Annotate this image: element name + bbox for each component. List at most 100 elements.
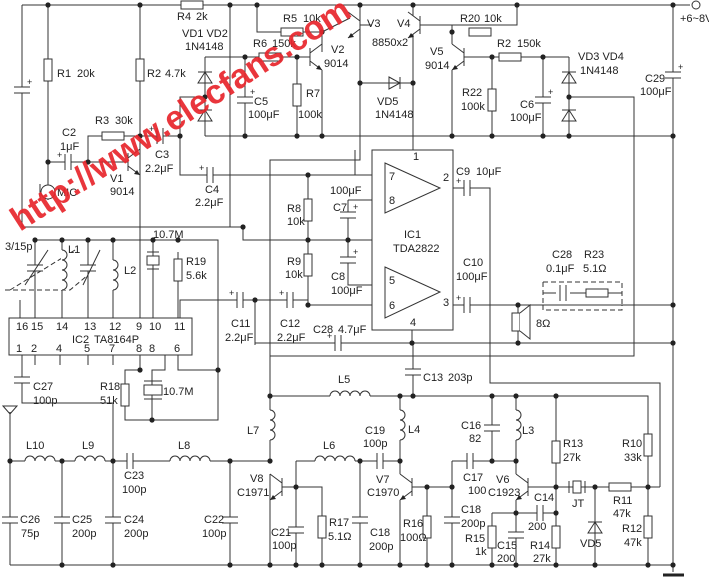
junction-dot bbox=[540, 133, 546, 139]
polarity-plus: + bbox=[279, 288, 284, 298]
r9-ref-label: R9 bbox=[287, 256, 301, 268]
c17-value-label: 100 bbox=[468, 485, 486, 497]
cap-plates bbox=[206, 167, 214, 183]
x2-value-label: 10.7M bbox=[163, 386, 194, 398]
junction-dot bbox=[397, 393, 403, 399]
c21-capacitor bbox=[288, 526, 304, 534]
wire bbox=[269, 34, 361, 356]
cap-plates bbox=[535, 96, 551, 104]
cap-gap bbox=[340, 212, 356, 218]
c16-ref-label: C16 bbox=[461, 420, 481, 432]
r11-ref-label: R11 bbox=[613, 495, 632, 507]
junction-dot bbox=[553, 562, 559, 568]
cap-plates bbox=[352, 516, 368, 524]
cap-gap bbox=[340, 257, 356, 263]
junction-dot bbox=[670, 302, 676, 308]
l9-inductor bbox=[74, 455, 106, 462]
wire bbox=[179, 299, 308, 318]
r3-value-label: 30k bbox=[115, 115, 133, 127]
junction-dot bbox=[489, 393, 495, 399]
c18-left-capacitor bbox=[352, 516, 368, 524]
junction-dot bbox=[175, 237, 181, 243]
wire bbox=[568, 481, 586, 493]
cap-gap bbox=[237, 97, 253, 103]
r15-value-label: 1k bbox=[475, 546, 487, 558]
c12-value-label: 2.2μF bbox=[277, 332, 306, 344]
r16-resistor bbox=[422, 515, 432, 539]
r2-resistor bbox=[135, 58, 145, 82]
junction-dot bbox=[110, 458, 116, 464]
v4-transistor bbox=[407, 11, 432, 39]
r13-resistor bbox=[551, 440, 561, 464]
r10-resistor bbox=[643, 433, 653, 457]
vd1-diode bbox=[197, 70, 213, 84]
vd3-diode bbox=[561, 70, 577, 84]
r2a-value-label: 4.7k bbox=[165, 68, 186, 80]
c13-value-label: 203p bbox=[448, 372, 472, 384]
r19-ref-label: R19 bbox=[186, 256, 206, 268]
r17-ref-label: R17 bbox=[329, 517, 349, 529]
r12-resistor bbox=[643, 515, 653, 539]
polarity-plus: + bbox=[27, 77, 32, 87]
ic2-ref-label: IC2 bbox=[72, 334, 89, 346]
vd34-ref-label: VD3 VD4 bbox=[578, 51, 624, 63]
junction-dot bbox=[319, 562, 325, 568]
junction-dot bbox=[357, 2, 363, 8]
cap-gap bbox=[464, 180, 470, 196]
r2-150k-resistor bbox=[498, 52, 522, 62]
junction-dot bbox=[553, 510, 559, 516]
cap-gap bbox=[377, 453, 383, 469]
r2b-value-label: 150k bbox=[517, 38, 541, 50]
junction-dot bbox=[345, 237, 351, 243]
ic2-pin-label: 11 bbox=[174, 321, 185, 333]
c4-value-label: 2.2μF bbox=[195, 197, 224, 209]
v8-transistor bbox=[269, 473, 294, 501]
c13-ref-label: C13 bbox=[423, 372, 443, 384]
r18-value-label: 51k bbox=[100, 395, 118, 407]
cap-plates bbox=[156, 128, 164, 144]
junction-dot bbox=[267, 562, 273, 568]
junction-dot bbox=[566, 133, 572, 139]
c18b-value-label: 200p bbox=[461, 518, 485, 530]
c22-capacitor bbox=[222, 516, 238, 524]
r22-ref-label: R22 bbox=[462, 87, 482, 99]
r2a-ref-label: R2 bbox=[147, 68, 161, 80]
cap-gap bbox=[54, 517, 70, 523]
cap-plates bbox=[237, 96, 253, 104]
c28b-value-label: 0.1μF bbox=[546, 263, 575, 275]
v1-transistor bbox=[116, 148, 141, 176]
crystal-10.7m-2 bbox=[143, 384, 163, 396]
junction-dot bbox=[566, 94, 572, 100]
v1-value-label: 9014 bbox=[110, 186, 134, 198]
c23-capacitor bbox=[126, 453, 134, 469]
junction-dot bbox=[449, 484, 455, 490]
c3-ref-label: C3 bbox=[155, 149, 169, 161]
wire bbox=[21, 355, 113, 404]
coil-gap bbox=[170, 455, 210, 462]
junction-dot bbox=[410, 393, 416, 399]
r8-value-label: 10k bbox=[287, 216, 305, 228]
r2b-ref-label: R2 bbox=[497, 38, 511, 50]
cap-gap bbox=[222, 517, 238, 523]
c8-capacitor: + bbox=[340, 247, 358, 264]
cap-plates bbox=[340, 256, 356, 264]
polarity-plus: + bbox=[327, 331, 332, 341]
c24-value-label: 200p bbox=[124, 528, 148, 540]
l5-ref-label: L5 bbox=[338, 374, 350, 386]
junction-dot bbox=[294, 54, 300, 60]
v2-ref-label: V2 bbox=[331, 44, 344, 56]
c2-ref-label: C2 bbox=[62, 127, 76, 139]
polarity-plus: + bbox=[250, 87, 255, 97]
r20-value-label: 10k bbox=[484, 13, 502, 25]
diode-body bbox=[587, 520, 603, 534]
cap-gap bbox=[467, 453, 473, 469]
cap-plates bbox=[340, 211, 356, 219]
c3-capacitor: + bbox=[149, 124, 164, 144]
vd2-diode bbox=[197, 108, 213, 122]
r5-resistor bbox=[280, 27, 304, 37]
junction-dot bbox=[59, 458, 65, 464]
r22-resistor bbox=[487, 88, 497, 112]
c10-value-label: 100μF bbox=[456, 271, 488, 283]
c27-value-label: 100p bbox=[33, 395, 57, 407]
